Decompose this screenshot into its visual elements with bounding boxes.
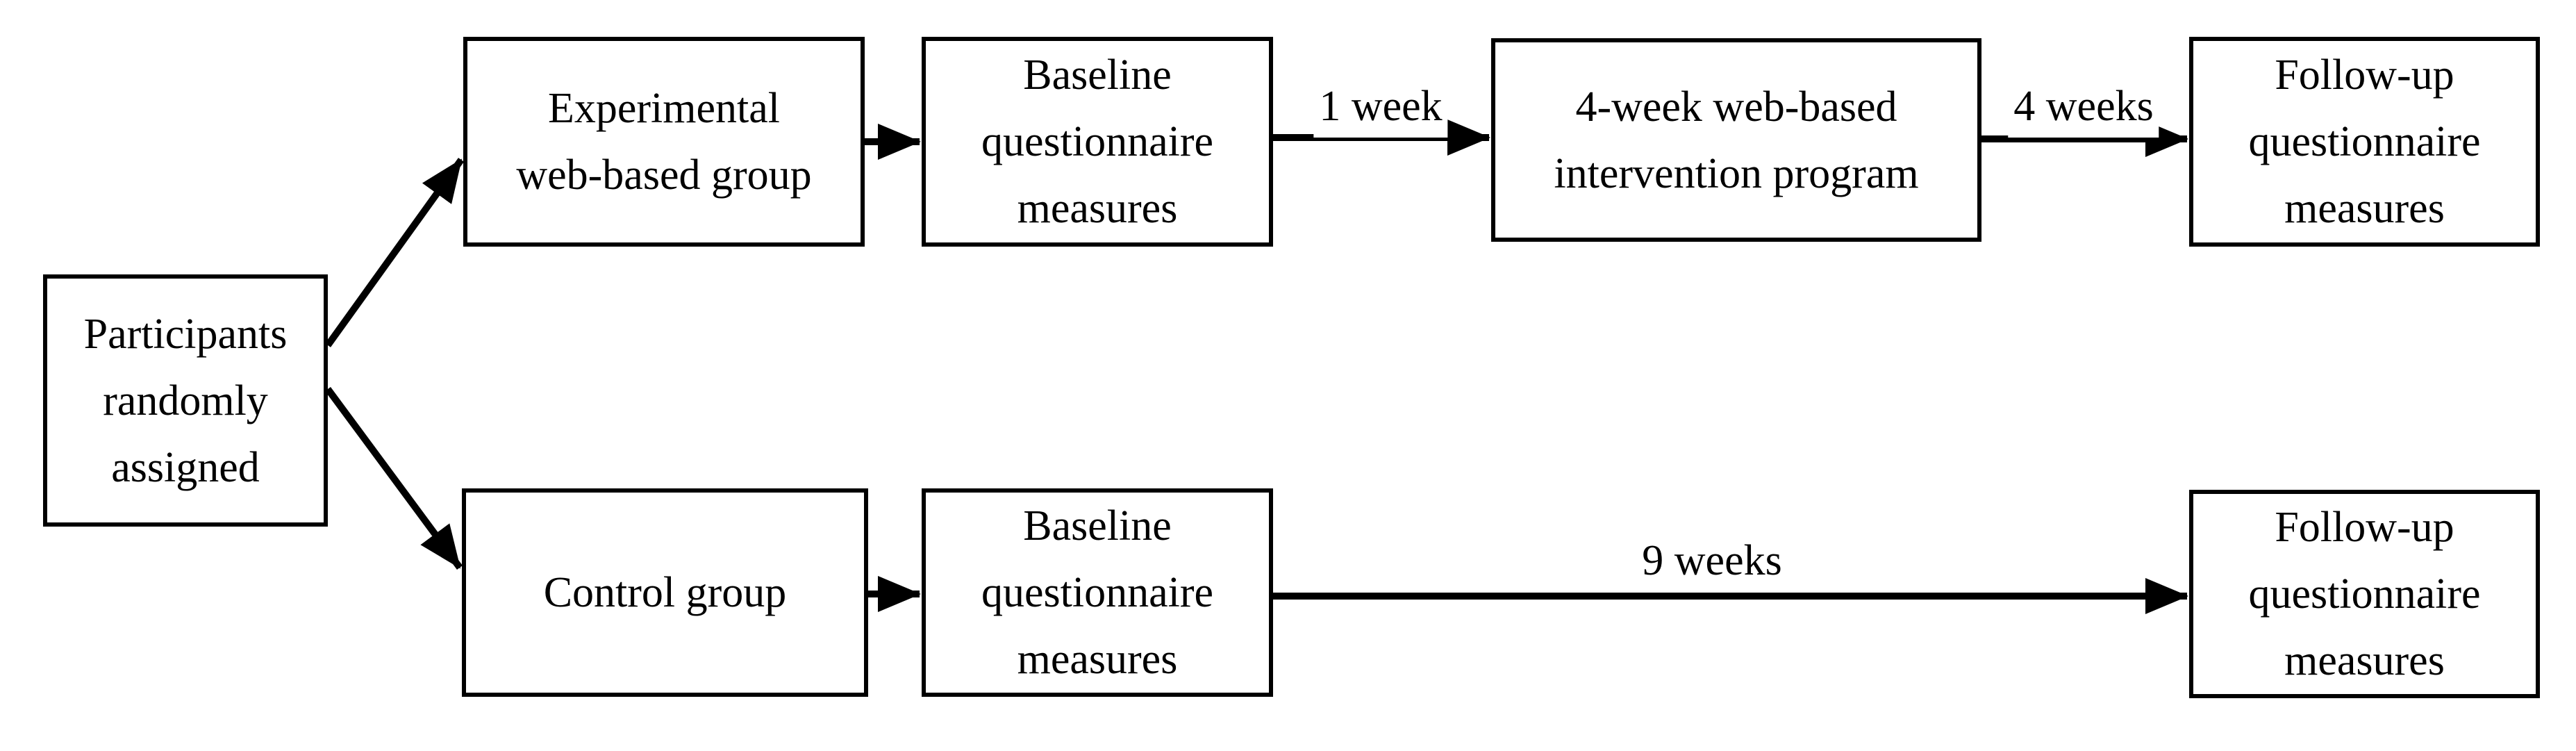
edge-label-1-week: 1 week (1313, 75, 1448, 138)
node-baseline-questionnaire-bottom: Baseline questionnaire measures (922, 488, 1273, 697)
node-baseline-questionnaire-top-label: Baseline questionnaire measures (981, 51, 1213, 232)
node-baseline-questionnaire-bottom-label: Baseline questionnaire measures (981, 502, 1213, 683)
arrow-participants-to-control (324, 387, 463, 570)
arrow-participants-to-experimental (324, 158, 465, 347)
node-control-group: Control group (462, 488, 868, 697)
node-intervention-program: 4-week web-based intervention program (1491, 38, 1981, 242)
node-experimental-group: Experimental web-based group (463, 37, 865, 247)
node-followup-questionnaire-top-label: Follow-up questionnaire measures (2248, 51, 2481, 232)
node-baseline-questionnaire-top: Baseline questionnaire measures (922, 37, 1273, 247)
edge-label-9-weeks: 9 weeks (1636, 529, 1788, 592)
edge-label-4-weeks: 4 weeks (2008, 75, 2159, 138)
node-experimental-group-label: Experimental web-based group (516, 85, 812, 199)
node-control-group-label: Control group (543, 569, 787, 616)
node-participants: Participants randomly assigned (43, 274, 328, 527)
node-intervention-program-label: 4-week web-based intervention program (1554, 83, 1919, 197)
node-participants-label: Participants randomly assigned (83, 310, 288, 491)
node-followup-questionnaire-bottom-label: Follow-up questionnaire measures (2248, 504, 2481, 684)
node-followup-questionnaire-top: Follow-up questionnaire measures (2189, 37, 2540, 247)
node-followup-questionnaire-bottom: Follow-up questionnaire measures (2189, 490, 2540, 698)
